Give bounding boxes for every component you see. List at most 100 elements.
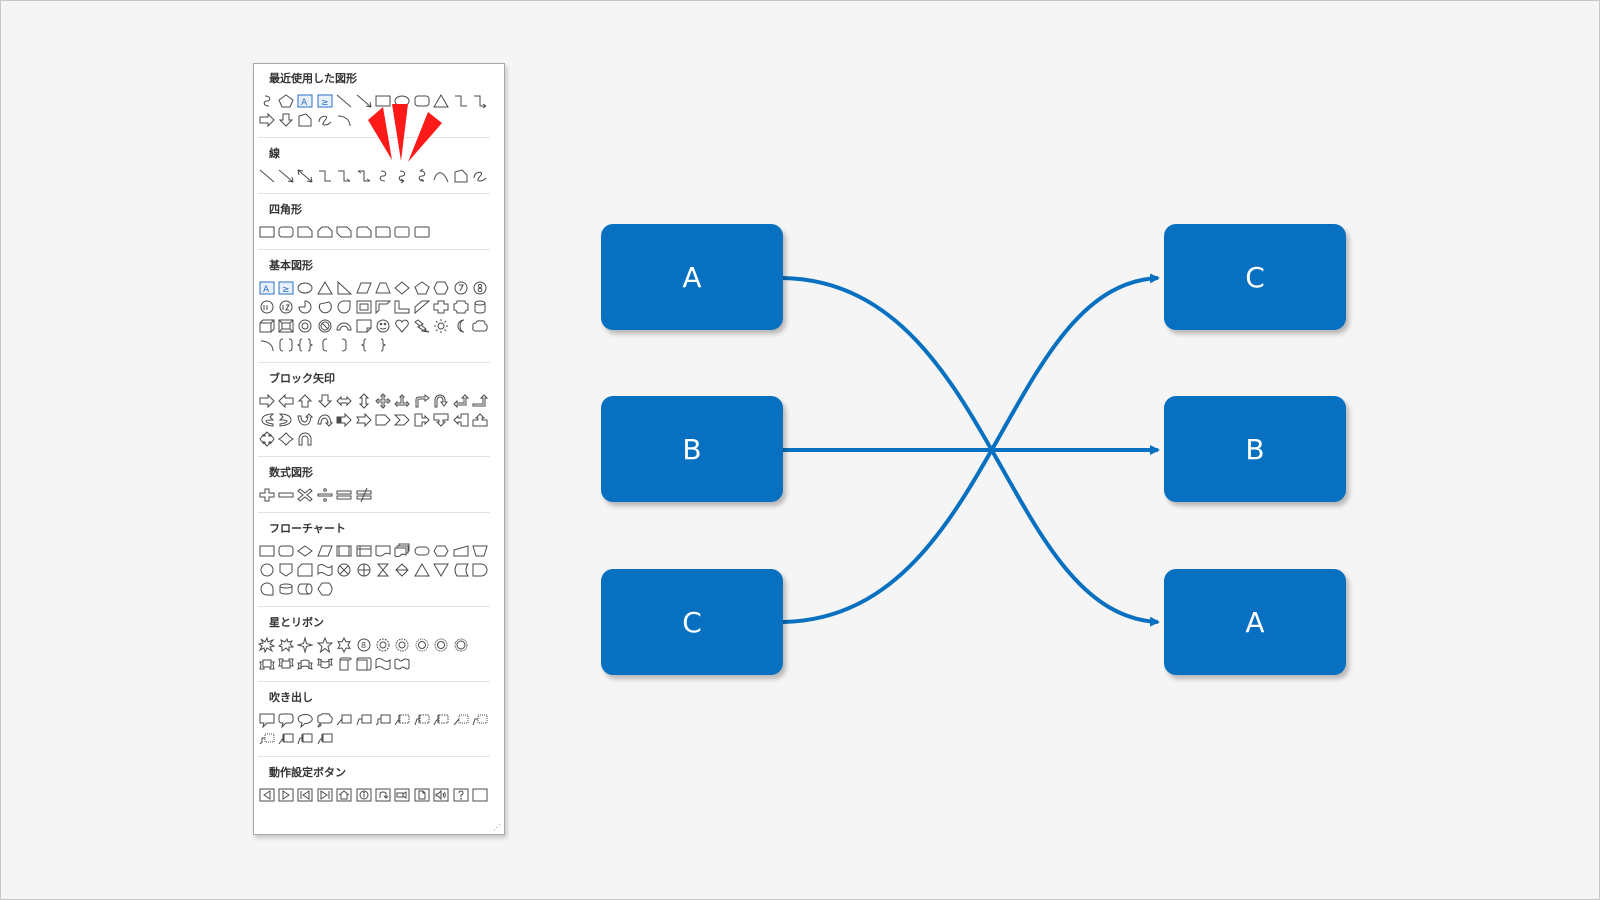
vertical-scroll-icon[interactable] bbox=[335, 655, 354, 672]
line-callout-2-border-and-accent-icon[interactable] bbox=[296, 730, 315, 747]
action-button-information-icon[interactable] bbox=[354, 786, 373, 803]
flowchart-card-icon[interactable] bbox=[296, 561, 315, 578]
star-32-point-icon[interactable] bbox=[451, 636, 470, 653]
circular-arrow-icon[interactable] bbox=[296, 430, 315, 447]
trapezoid-icon[interactable] bbox=[373, 279, 392, 296]
left-bracket-icon[interactable] bbox=[315, 336, 334, 353]
striped-right-arrow-icon[interactable] bbox=[335, 411, 354, 428]
wave-icon[interactable] bbox=[373, 655, 392, 672]
triangle-icon[interactable] bbox=[315, 279, 334, 296]
action-button-back-icon[interactable] bbox=[257, 786, 276, 803]
action-button-beginning-icon[interactable] bbox=[296, 786, 315, 803]
octagon-icon[interactable] bbox=[470, 279, 489, 296]
line-callout-3-accent-icon[interactable] bbox=[432, 711, 451, 728]
pentagon-arrow-icon[interactable] bbox=[373, 411, 392, 428]
triangle-icon[interactable] bbox=[432, 92, 451, 109]
double-bracket-icon[interactable] bbox=[276, 336, 295, 353]
flowchart-decision-icon[interactable] bbox=[296, 542, 315, 559]
rounded-rectangular-callout-icon[interactable] bbox=[276, 711, 295, 729]
right-arrow-icon[interactable] bbox=[257, 392, 276, 409]
up-arrow-callout-icon[interactable] bbox=[470, 411, 489, 428]
flowchart-or-icon[interactable] bbox=[354, 561, 373, 578]
source-node-a[interactable]: A bbox=[601, 224, 783, 330]
round-single-corner-rectangle-icon[interactable] bbox=[373, 223, 392, 240]
snip-round-rectangle-icon[interactable] bbox=[354, 223, 373, 240]
left-right-up-arrow-icon[interactable] bbox=[393, 392, 412, 409]
down-arrow-icon[interactable] bbox=[276, 111, 295, 128]
source-node-c[interactable]: C bbox=[601, 569, 783, 675]
can-icon[interactable] bbox=[470, 298, 489, 315]
flowchart-alternate-process-icon[interactable] bbox=[276, 542, 295, 559]
action-button-movie-icon[interactable] bbox=[393, 786, 412, 803]
moon-icon[interactable] bbox=[451, 317, 470, 334]
flowchart-summing-junction-icon[interactable] bbox=[335, 561, 354, 578]
flowchart-data-icon[interactable] bbox=[315, 542, 334, 559]
action-button-help-icon[interactable] bbox=[451, 786, 470, 803]
cross-icon[interactable] bbox=[432, 298, 451, 315]
action-button-forward-icon[interactable] bbox=[276, 786, 295, 803]
down-arrow-callout-icon[interactable] bbox=[432, 411, 451, 428]
heart-icon[interactable] bbox=[393, 317, 412, 334]
round-same-side-rectangle-icon[interactable] bbox=[393, 223, 412, 240]
line-callout-2-no-border-icon[interactable] bbox=[470, 711, 489, 728]
curved-ribbon-up-icon[interactable] bbox=[296, 655, 315, 672]
line-icon[interactable] bbox=[335, 92, 354, 109]
star-6-point-icon[interactable] bbox=[335, 636, 354, 653]
double-wave-icon[interactable] bbox=[393, 655, 412, 672]
left-arrow-icon[interactable] bbox=[276, 392, 295, 409]
bevel-icon[interactable] bbox=[276, 317, 295, 334]
rounded-rectangle-icon[interactable] bbox=[276, 223, 295, 240]
left-right-arrow-icon[interactable] bbox=[335, 392, 354, 409]
star-8-point-icon[interactable]: 8 bbox=[354, 636, 373, 653]
snip-single-corner-rectangle-icon[interactable] bbox=[296, 223, 315, 240]
line-callout-3-border-and-accent-icon[interactable] bbox=[315, 730, 334, 747]
equal-icon[interactable] bbox=[335, 486, 354, 503]
action-button-document-icon[interactable] bbox=[412, 786, 431, 803]
diamond-icon[interactable] bbox=[393, 279, 412, 296]
arrow-line-icon[interactable] bbox=[276, 167, 295, 184]
not-equal-icon[interactable] bbox=[354, 486, 373, 503]
star-24-point-icon[interactable] bbox=[432, 636, 451, 653]
flowchart-process-icon[interactable] bbox=[257, 542, 276, 559]
flowchart-extract-icon[interactable] bbox=[412, 561, 431, 578]
divide-icon[interactable] bbox=[315, 486, 334, 503]
pentagon-icon[interactable] bbox=[276, 92, 295, 109]
scribble-icon[interactable] bbox=[315, 111, 334, 128]
no-symbol-icon[interactable] bbox=[315, 317, 334, 334]
flowchart-manual-operation-icon[interactable] bbox=[470, 542, 489, 559]
frame-icon[interactable] bbox=[354, 298, 373, 315]
rectangle-icon[interactable] bbox=[373, 92, 392, 109]
line-callout-1-no-border-icon[interactable] bbox=[451, 711, 470, 728]
action-button-sound-icon[interactable] bbox=[432, 786, 451, 803]
minus-icon[interactable] bbox=[276, 486, 295, 503]
flowchart-manual-input-icon[interactable] bbox=[451, 542, 470, 559]
lightning-bolt-icon[interactable] bbox=[412, 317, 431, 334]
source-node-b[interactable]: B bbox=[601, 396, 783, 502]
plus-icon[interactable] bbox=[257, 486, 276, 503]
flowchart-stored-data-icon[interactable] bbox=[451, 561, 470, 578]
smiley-face-icon[interactable] bbox=[373, 317, 392, 334]
star-5-point-icon[interactable] bbox=[315, 636, 334, 653]
left-up-arrow-icon[interactable] bbox=[451, 392, 470, 409]
right-arrow-icon[interactable] bbox=[257, 111, 276, 128]
target-node-c[interactable]: C bbox=[1164, 224, 1346, 330]
flowchart-collate-icon[interactable] bbox=[373, 561, 392, 578]
action-button-home-icon[interactable] bbox=[335, 786, 354, 803]
flowchart-terminator-icon[interactable] bbox=[412, 542, 431, 559]
donut-icon[interactable] bbox=[296, 317, 315, 334]
snip-diagonal-rectangle-icon[interactable] bbox=[335, 223, 354, 240]
l-shape-icon[interactable] bbox=[393, 298, 412, 315]
curved-double-arrow-connector-icon[interactable] bbox=[412, 167, 431, 184]
curved-connector-icon[interactable] bbox=[257, 92, 276, 109]
left-right-arrow-callout-icon[interactable] bbox=[276, 430, 295, 447]
multiply-icon[interactable] bbox=[296, 486, 315, 503]
elbow-connector-icon[interactable] bbox=[315, 167, 334, 184]
left-brace-icon[interactable] bbox=[354, 336, 373, 353]
right-brace-icon[interactable] bbox=[373, 336, 392, 353]
up-arrow-icon[interactable] bbox=[296, 392, 315, 409]
folded-corner-icon[interactable] bbox=[354, 317, 373, 334]
plaque-icon[interactable] bbox=[451, 298, 470, 315]
rectangle-icon[interactable] bbox=[257, 223, 276, 240]
scribble-icon[interactable] bbox=[470, 167, 489, 184]
oval-callout-icon[interactable] bbox=[296, 711, 315, 728]
